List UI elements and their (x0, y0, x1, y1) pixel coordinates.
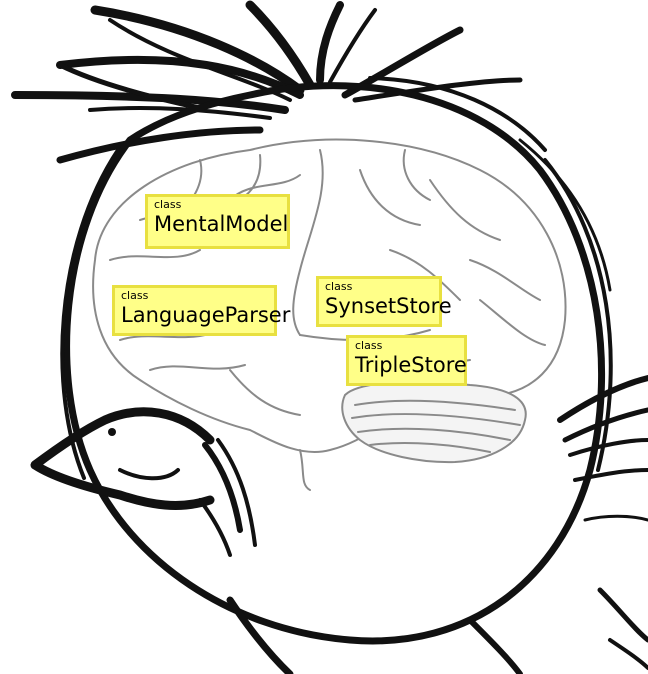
beak (30, 407, 257, 557)
class-name: MentalModel (154, 212, 289, 236)
side-feather-strokes (557, 375, 648, 522)
head-outline (60, 76, 613, 645)
class-name: SynsetStore (325, 294, 452, 318)
class-label-language-parser: class LanguageParser (112, 285, 291, 336)
class-name: TripleStore (355, 353, 467, 377)
class-name: LanguageParser (121, 303, 291, 327)
class-kind-label: class (121, 289, 149, 302)
class-kind-label: class (325, 280, 353, 293)
crest-strokes (11, 0, 523, 164)
class-kind-label: class (154, 198, 182, 211)
class-kind-label: class (355, 339, 383, 352)
body-strokes (226, 587, 648, 674)
class-label-synset-store: class SynsetStore (316, 276, 452, 327)
class-label-triple-store: class TripleStore (346, 335, 467, 386)
class-label-mental-model: class MentalModel (145, 194, 290, 249)
